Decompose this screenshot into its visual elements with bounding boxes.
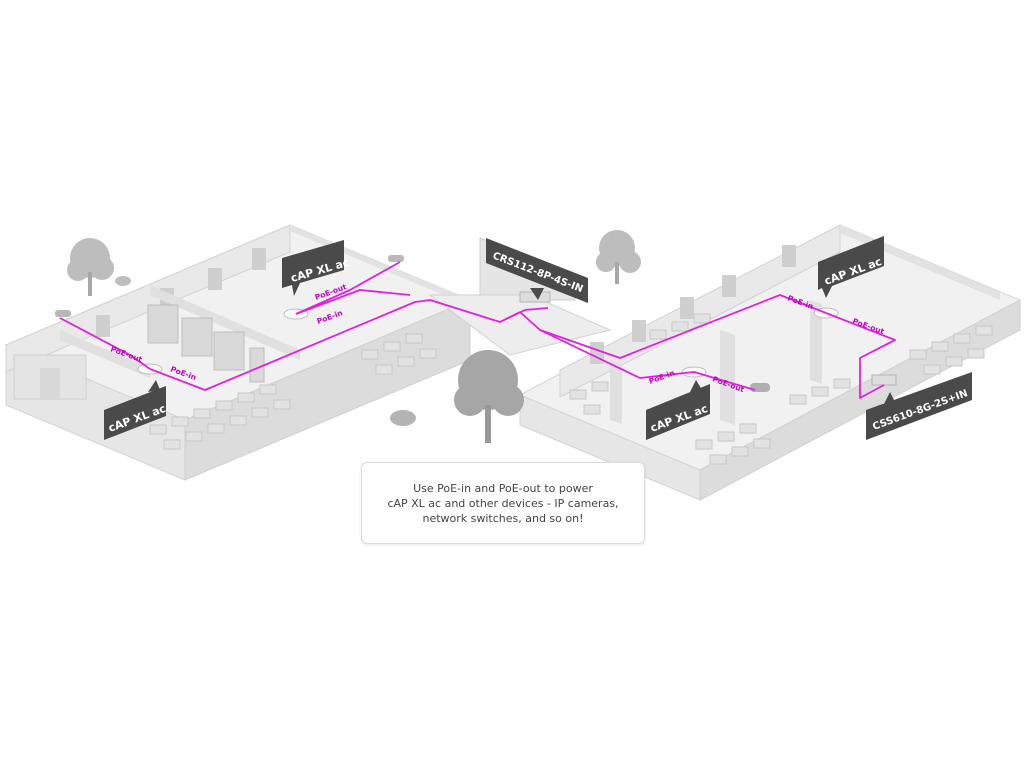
cable-right-trunk — [519, 294, 827, 359]
desk-cluster-left-2 — [361, 333, 437, 375]
cable-left-upper — [295, 289, 411, 315]
desk-cluster-right — [569, 313, 993, 465]
right-building — [518, 224, 1022, 501]
ip-camera-icon — [388, 255, 404, 262]
caption-text: Use PoE-in and PoE-out to power cAP XL a… — [387, 481, 619, 525]
poe-cables — [59, 261, 896, 399]
cable-left-upper-cam — [295, 261, 401, 315]
cable-right-edge — [825, 312, 896, 399]
cable-right-lower — [539, 329, 756, 391]
cable-mid-short — [499, 307, 549, 323]
caption-box: Use PoE-in and PoE-out to power cAP XL a… — [361, 462, 645, 544]
ip-camera-icon — [750, 383, 770, 392]
wire-labels: PoE-out PoE-in PoE-out PoE-in PoE-in PoE… — [109, 282, 885, 394]
cable-left-cam — [59, 317, 151, 370]
trees — [67, 230, 641, 443]
desk-cluster-left — [149, 384, 291, 450]
ip-camera-icon — [55, 310, 71, 317]
left-building — [4, 224, 472, 481]
